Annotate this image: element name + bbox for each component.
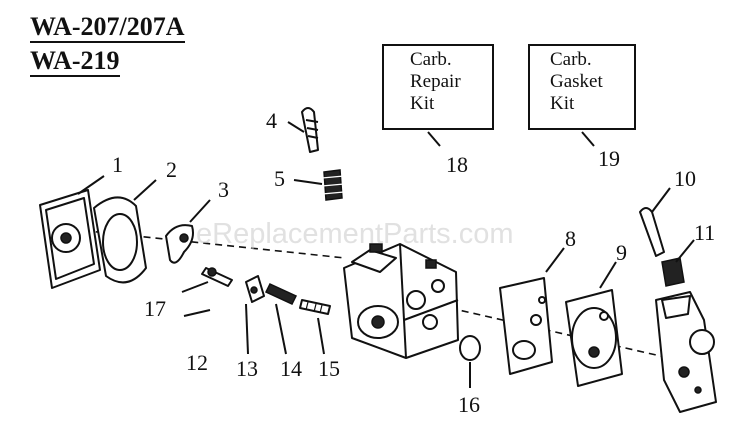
callout-19: 19 <box>598 146 620 171</box>
leader-18 <box>427 131 441 147</box>
repair-kit-line1: Carb. <box>410 49 452 70</box>
callout-15: 15 <box>318 356 340 381</box>
leader-19 <box>581 131 595 147</box>
leader-17 <box>181 281 209 293</box>
assembly-axis-right <box>449 307 701 366</box>
pump-gasket-part <box>93 196 147 284</box>
leader-13 <box>245 303 249 355</box>
callout-10: 10 <box>674 166 696 191</box>
cover-screw-part <box>639 207 665 257</box>
carburetor-body-part <box>343 243 459 359</box>
leader-1 <box>77 175 105 195</box>
leader-8 <box>545 247 565 273</box>
lever-part <box>245 275 265 303</box>
elbow-fitting-part <box>165 224 194 264</box>
callout-1: 1 <box>112 152 123 177</box>
gasket-kit-line1: Carb. <box>550 49 592 70</box>
watermark-text: eReplacementParts.com <box>196 218 514 250</box>
spring-part <box>321 169 345 201</box>
callout-17: 17 <box>144 296 166 321</box>
inlet-needle-part <box>299 299 331 315</box>
repair-kit-line3: Kit <box>410 93 435 114</box>
small-spring-part <box>264 283 298 305</box>
leader-11 <box>675 239 695 263</box>
needle-pin-part <box>201 267 233 287</box>
leader-12 <box>183 309 211 317</box>
metering-gasket-part <box>499 277 553 375</box>
callout-8: 8 <box>565 226 576 251</box>
metering-spring-part <box>661 257 685 287</box>
callout-4: 4 <box>266 108 277 133</box>
leader-10 <box>651 187 671 213</box>
metering-diaphragm-part <box>565 289 623 387</box>
leader-5 <box>293 179 323 185</box>
leader-9 <box>599 261 617 289</box>
leader-4 <box>287 121 305 133</box>
gasket-kit-line3: Kit <box>550 93 575 114</box>
callout-3: 3 <box>218 177 229 202</box>
metering-cover-part <box>655 291 717 413</box>
leader-14 <box>275 303 287 355</box>
callout-14: 14 <box>280 356 302 381</box>
repair-kit-line2: Repair <box>410 71 461 92</box>
callout-11: 11 <box>694 220 715 245</box>
gasket-kit-box: Carb. Gasket Kit <box>528 44 636 130</box>
leader-3 <box>189 199 211 223</box>
callout-5: 5 <box>274 166 285 191</box>
callout-16: 16 <box>458 392 480 417</box>
repair-kit-box: Carb. Repair Kit <box>382 44 494 130</box>
callout-9: 9 <box>616 240 627 265</box>
leader-2 <box>133 179 157 201</box>
callout-13: 13 <box>236 356 258 381</box>
model-title-secondary: WA-219 <box>30 46 120 77</box>
gasket-kit-line2: Gasket <box>550 71 603 92</box>
callout-18: 18 <box>446 152 468 177</box>
leader-15 <box>317 317 325 355</box>
pump-cover-part <box>39 189 101 289</box>
callout-12: 12 <box>186 350 208 375</box>
adjust-screw-part <box>301 107 319 153</box>
welch-plug-part <box>459 335 481 361</box>
callout-2: 2 <box>166 157 177 182</box>
model-title-primary: WA-207/207A <box>30 12 185 43</box>
